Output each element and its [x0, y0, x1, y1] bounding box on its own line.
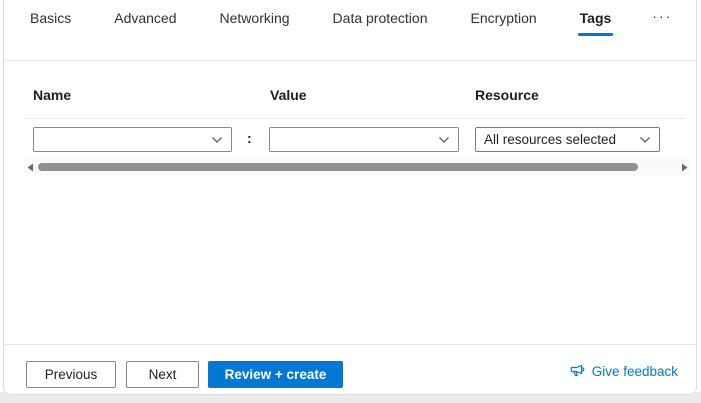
- tag-name-dropdown[interactable]: [33, 127, 232, 152]
- create-wizard-panel: Basics Advanced Networking Data protecti…: [3, 0, 697, 395]
- tabbar-divider: [4, 60, 696, 61]
- give-feedback-label: Give feedback: [591, 364, 678, 379]
- tab-basics[interactable]: Basics: [30, 10, 72, 26]
- tag-resource-dropdown[interactable]: All resources selected: [475, 127, 660, 152]
- chevron-down-icon: [211, 136, 223, 144]
- horizontal-scrollbar[interactable]: [24, 159, 690, 175]
- previous-button[interactable]: Previous: [26, 361, 116, 388]
- tab-tags[interactable]: Tags: [577, 8, 614, 36]
- tag-resource-dropdown-value: All resources selected: [484, 132, 617, 147]
- tab-encryption[interactable]: Encryption: [470, 10, 537, 26]
- scrollbar-thumb[interactable]: [38, 163, 638, 171]
- tab-networking[interactable]: Networking: [219, 10, 290, 26]
- more-tabs-ellipsis-icon[interactable]: ···: [652, 8, 673, 24]
- wizard-tabbar: Basics Advanced Networking Data protecti…: [28, 8, 672, 36]
- column-header-name: Name: [33, 87, 72, 103]
- review-create-button[interactable]: Review + create: [208, 361, 343, 388]
- scroll-right-icon[interactable]: [678, 163, 690, 172]
- give-feedback-link[interactable]: Give feedback: [570, 364, 678, 379]
- footer-divider: [4, 344, 696, 345]
- column-header-resource: Resource: [475, 87, 539, 103]
- column-header-value: Value: [270, 87, 307, 103]
- next-button[interactable]: Next: [126, 361, 199, 388]
- scrollbar-track[interactable]: [38, 162, 676, 172]
- name-value-colon-separator: :: [247, 130, 252, 146]
- tab-data-protection[interactable]: Data protection: [332, 10, 428, 26]
- scroll-left-icon[interactable]: [24, 163, 36, 172]
- page-background-strip: [0, 392, 701, 403]
- chevron-down-icon: [438, 136, 450, 144]
- tab-advanced[interactable]: Advanced: [114, 10, 177, 26]
- tag-value-dropdown[interactable]: [269, 127, 459, 152]
- chevron-down-icon: [639, 136, 651, 144]
- feedback-megaphone-icon: [570, 364, 586, 379]
- header-divider: [25, 118, 686, 119]
